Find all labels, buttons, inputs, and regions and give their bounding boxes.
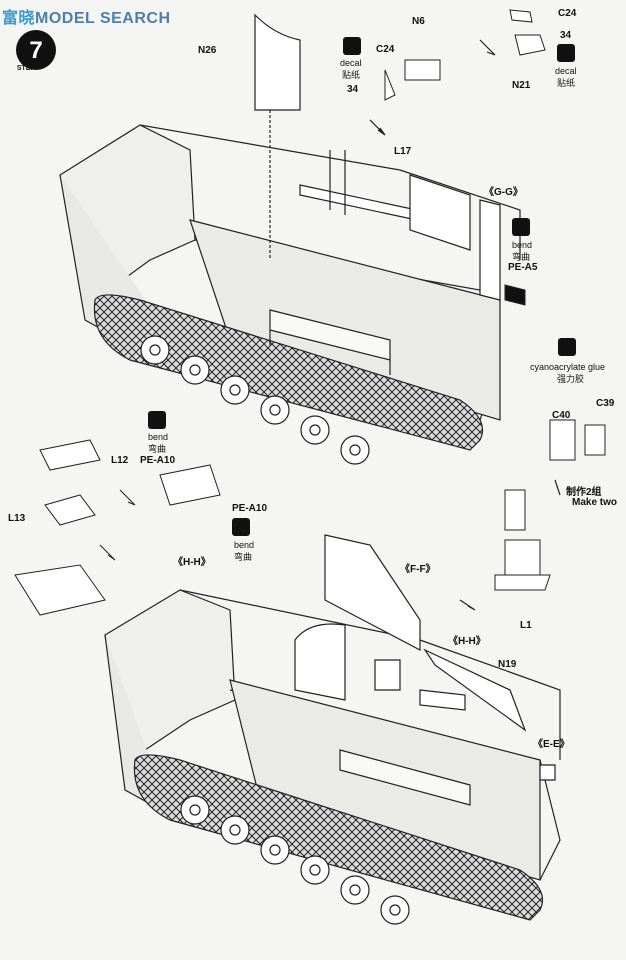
parts-top <box>384 9 606 591</box>
label-N26: N26 <box>198 45 217 56</box>
bend2-text-en: bend <box>148 432 169 442</box>
decal-text-en: decal <box>340 58 362 68</box>
label-L17: L17 <box>394 146 412 157</box>
label-PE-A10-b: PE-A10 <box>232 503 268 514</box>
label-C40: C40 <box>552 410 571 421</box>
label-H-H-2: 《H-H》 <box>448 636 486 647</box>
label-E-E: 《E-E》 <box>533 739 570 750</box>
label-C24-a: C24 <box>376 44 395 55</box>
label-F-F: 《F-F》 <box>400 564 436 575</box>
watermark: 富晓MODEL SEARCH <box>2 10 171 27</box>
svg-text:STEP: STEP <box>17 65 36 72</box>
bend-icon <box>512 218 530 236</box>
bend-icon <box>148 411 166 429</box>
label-PE-A5: PE-A5 <box>508 262 538 273</box>
hull-lower <box>104 479 561 925</box>
label-PE-A10-a: PE-A10 <box>140 455 176 466</box>
svg-text:7: 7 <box>29 37 42 64</box>
label-L1: L1 <box>520 620 532 631</box>
decal2-text-en: decal <box>555 66 577 76</box>
label-C24-b: C24 <box>558 8 577 19</box>
glue-text-en: cyanoacrylate glue <box>530 362 606 372</box>
label-L13: L13 <box>8 513 26 524</box>
bend-text-en: bend <box>512 240 533 250</box>
hull-upper <box>59 13 521 465</box>
glue-text-cn: 强力胶 <box>557 374 585 384</box>
label-34-b: 34 <box>560 30 572 41</box>
bend-text-cn: 弯曲 <box>512 252 531 262</box>
make-two-cn: 制作2组 <box>566 487 602 498</box>
label-N6: N6 <box>412 16 425 27</box>
label-G-G: 《G-G》 <box>484 187 523 198</box>
decal2-text-cn: 贴纸 <box>557 78 576 88</box>
label-N19: N19 <box>498 659 517 670</box>
label-34-a: 34 <box>347 84 359 95</box>
label-N21: N21 <box>512 80 531 91</box>
label-H-H-1: 《H-H》 <box>173 557 211 568</box>
bend-icon <box>232 518 250 536</box>
decal-icon <box>557 44 575 62</box>
bend2-text-cn: 弯曲 <box>148 444 167 454</box>
bend3-text-en: bend <box>234 540 255 550</box>
decal-text-cn: 贴纸 <box>342 70 361 80</box>
decal-icon <box>343 37 361 55</box>
label-L12: L12 <box>111 455 129 466</box>
parts-left <box>14 439 221 616</box>
bend3-text-cn: 弯曲 <box>234 552 253 562</box>
label-C39: C39 <box>596 398 615 409</box>
step-badge: 7 STEP <box>16 30 56 72</box>
glue-drop-icon <box>558 338 576 356</box>
make-two-en: Make two <box>572 497 618 508</box>
